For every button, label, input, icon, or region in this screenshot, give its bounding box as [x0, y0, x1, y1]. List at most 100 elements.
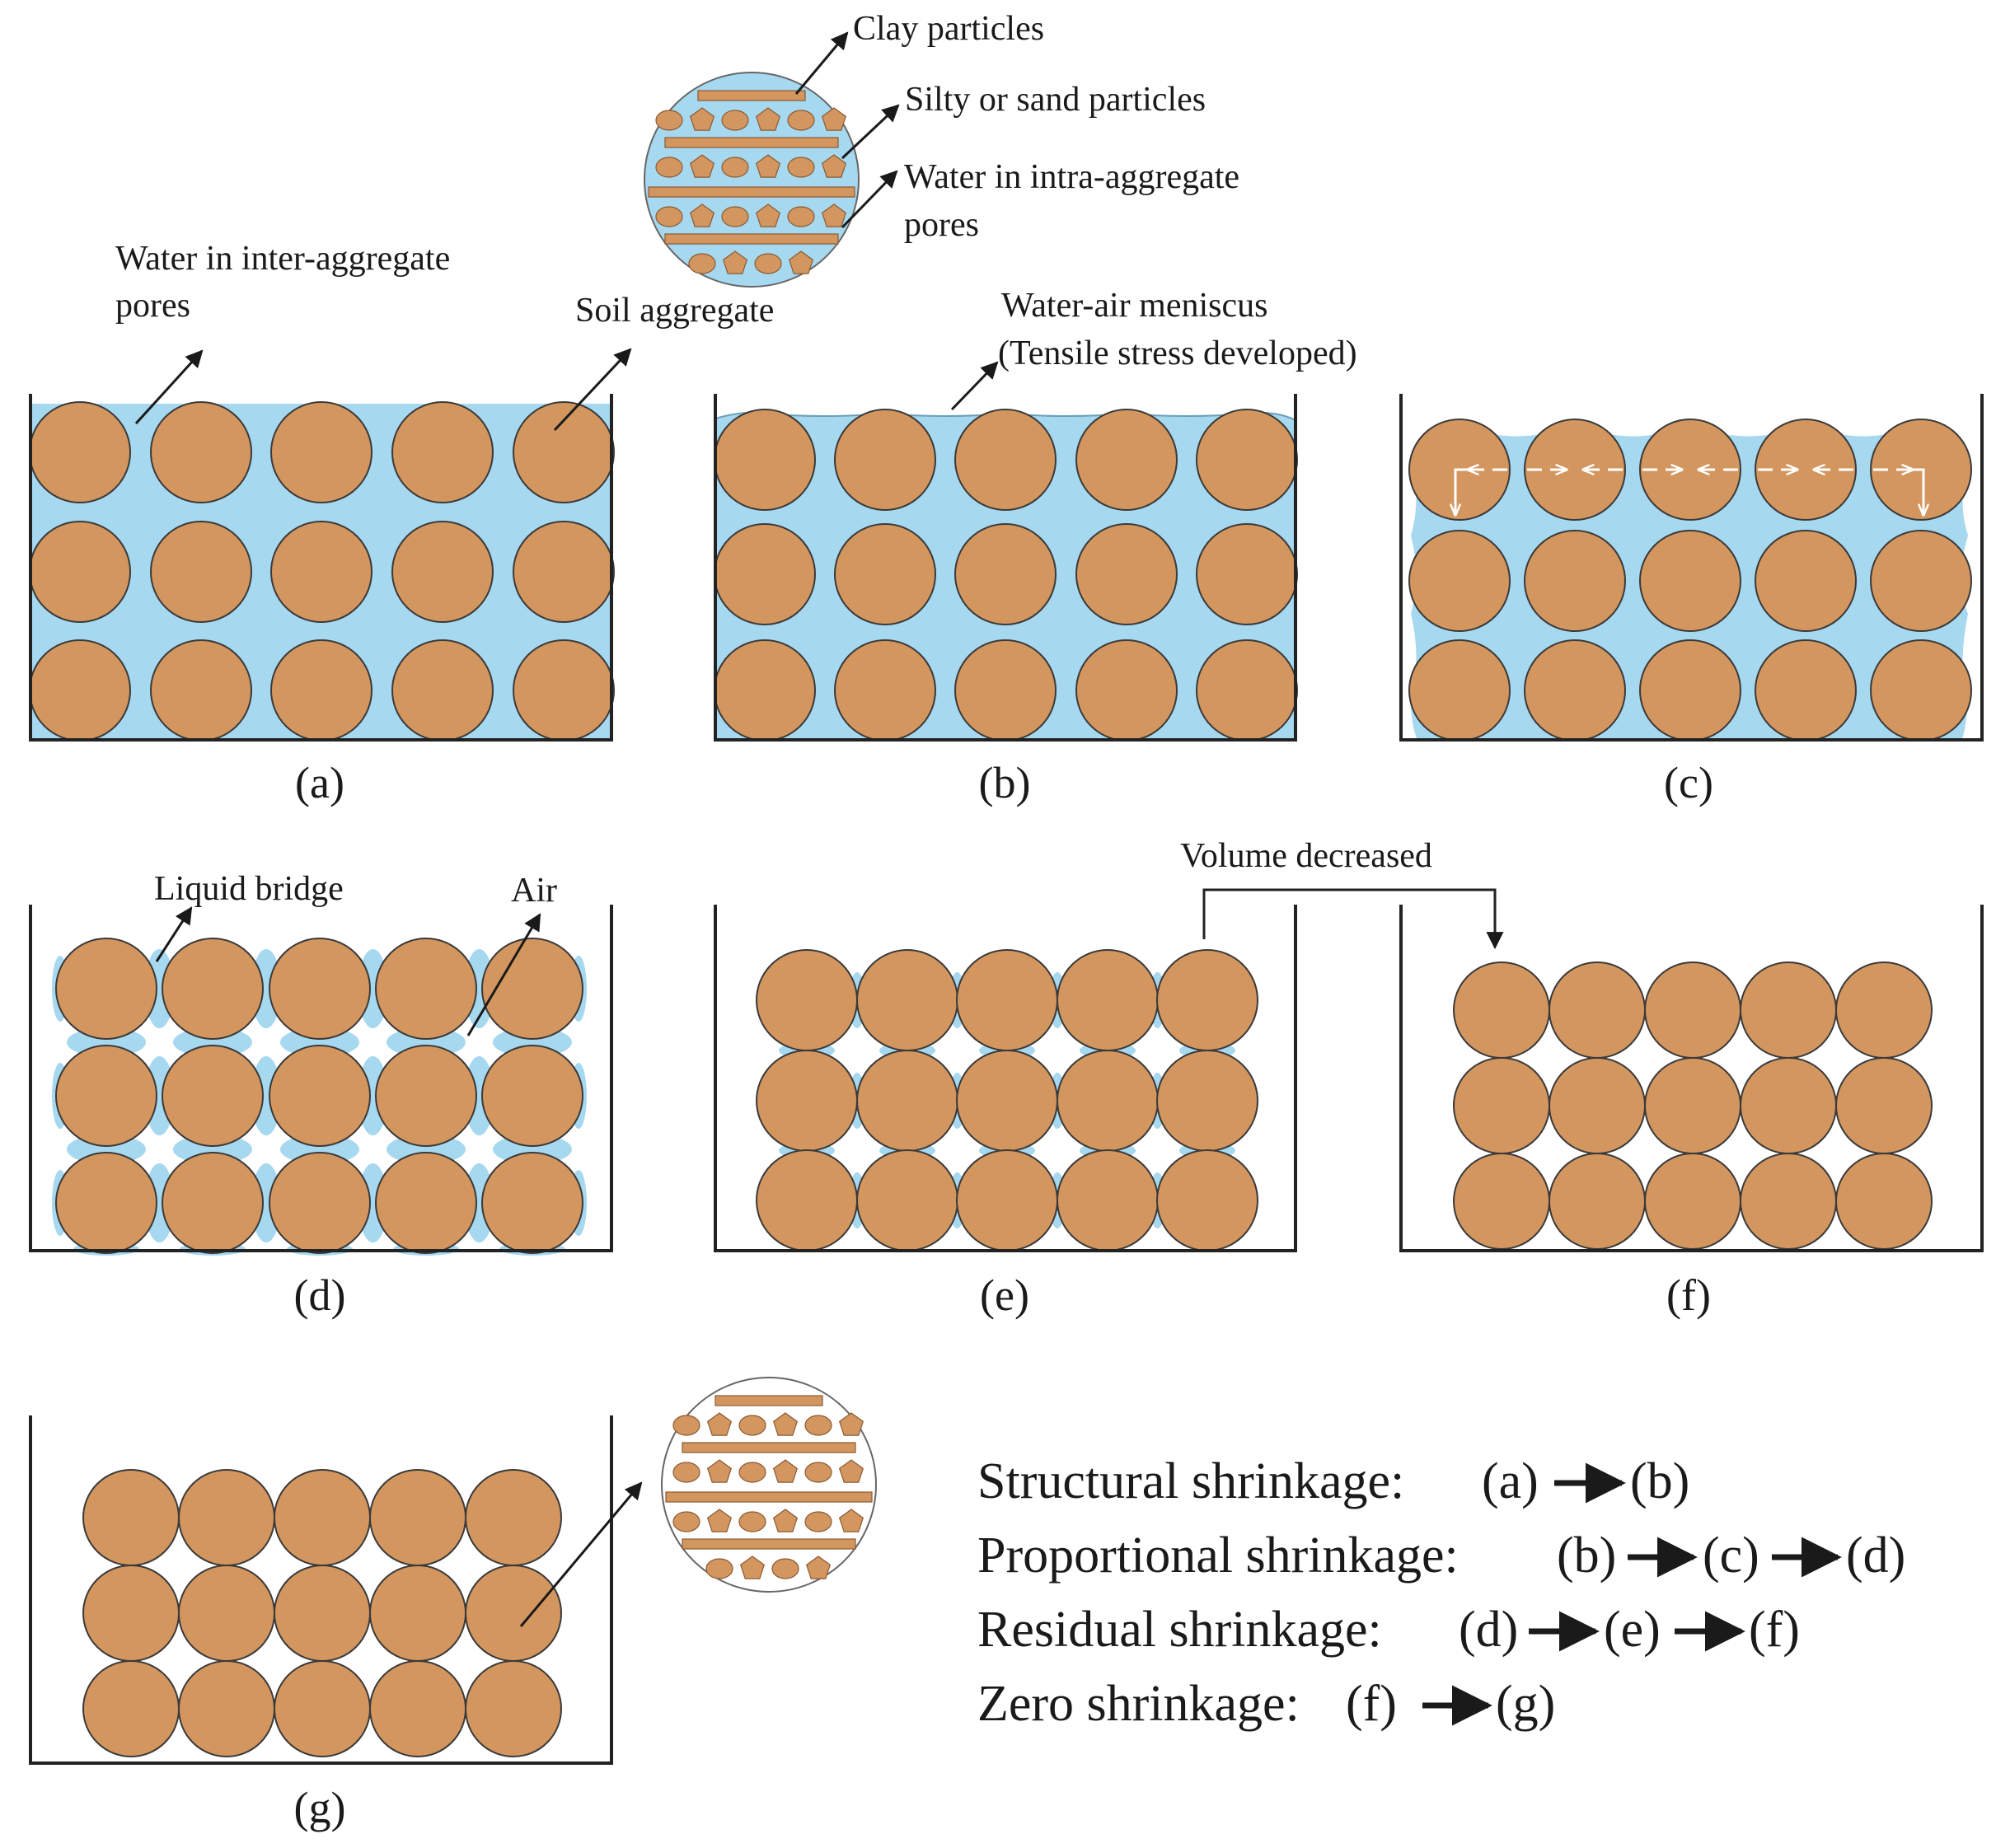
sand-particle [755, 154, 781, 178]
soil-aggregate [269, 1045, 371, 1147]
aggregate-zoom-bottom [661, 1377, 877, 1593]
container [29, 1415, 613, 1765]
soil-aggregate [1196, 523, 1298, 625]
soil-aggregate [1740, 1057, 1837, 1154]
soil-aggregate [391, 521, 494, 623]
container [1399, 394, 1984, 742]
soil-aggregate-label: Soil aggregate [575, 292, 774, 330]
soil-aggregate [956, 1149, 1058, 1251]
sand-particle [838, 1459, 864, 1483]
sand-particle [805, 1556, 832, 1579]
panels-layer [29, 394, 1984, 1765]
silt-particle [721, 206, 749, 227]
soil-aggregate [55, 1045, 157, 1147]
soil-aggregate [1453, 1153, 1550, 1250]
inter-water-label-line2: pores [115, 287, 190, 325]
soil-aggregate [82, 1565, 180, 1662]
soil-aggregate [1524, 419, 1626, 521]
sand-particle [689, 204, 715, 227]
soil-aggregate [391, 639, 494, 742]
legend-zero-stage-2: (g) [1496, 1676, 1555, 1732]
sand-particle [772, 1459, 799, 1483]
soil-aggregate [1549, 1057, 1646, 1154]
soil-aggregate [465, 1660, 562, 1757]
callout-arrows [134, 31, 1504, 1627]
panel-a [29, 394, 615, 742]
container [29, 905, 613, 1252]
soil-aggregate [856, 1149, 958, 1251]
soil-aggregate [756, 1149, 858, 1251]
legend-structural-name: Structural shrinkage: [977, 1453, 1404, 1509]
legend-structural-stage-1: (a) [1482, 1453, 1539, 1509]
soil-aggregate [55, 938, 157, 1040]
soil-aggregate [714, 409, 816, 511]
soil-aggregate [29, 639, 131, 742]
silt-particle [787, 206, 815, 227]
soil-aggregate [375, 1152, 477, 1254]
sand-particle [772, 1509, 799, 1532]
soil-aggregate [29, 401, 131, 503]
clay-particle [682, 1538, 856, 1550]
soil-aggregate [465, 1565, 562, 1662]
inter-water-label-line1: Water in inter-aggregate [115, 240, 450, 278]
intra-water-label-line2: pores [904, 206, 979, 244]
soil-aggregate [1057, 949, 1159, 1051]
silt-particle [672, 1415, 700, 1436]
panel-f [1399, 905, 1984, 1252]
aggregate-zoom-arrow [519, 1481, 643, 1627]
sand-particle [739, 1556, 766, 1579]
inter-water-arrow [134, 349, 204, 425]
clay-particle [664, 137, 839, 148]
silt-particle [672, 1511, 700, 1532]
soil-aggregate [1835, 1153, 1933, 1250]
meniscus-label-line2: (Tensile stress developed) [998, 335, 1357, 372]
soil-aggregate [162, 1045, 264, 1147]
soil-aggregate [956, 1050, 1058, 1152]
panel-label-g: (g) [294, 1783, 346, 1832]
panel-e [714, 905, 1297, 1252]
soil-aggregate [513, 639, 615, 742]
panel-b [714, 394, 1298, 742]
soil-aggregate-arrow [553, 348, 632, 432]
soil-aggregate [1755, 530, 1857, 632]
sand-particle [788, 250, 814, 274]
soil-aggregate [1835, 961, 1933, 1059]
soil-aggregate [513, 401, 615, 503]
intra-water-label-line1: Water in intra-aggregate [904, 158, 1239, 196]
soil-aggregate [178, 1660, 275, 1757]
soil-aggregate [369, 1469, 466, 1566]
soil-aggregate [369, 1660, 466, 1757]
panel-label-d: (d) [294, 1270, 346, 1320]
legend-structural-stage-2: (b) [1630, 1453, 1689, 1509]
legend-proportional-stage-2: (c) [1703, 1528, 1759, 1584]
soil-aggregate [162, 938, 264, 1040]
legend-proportional-name: Proportional shrinkage: [977, 1528, 1459, 1584]
silt-particle [738, 1511, 766, 1532]
legend-residual-stage-2: (e) [1604, 1602, 1661, 1658]
sand-particle [722, 250, 748, 274]
soil-aggregate [1639, 530, 1741, 632]
silty-sand-particles-label: Silty or sand particles [905, 81, 1206, 119]
soil-aggregate [834, 523, 936, 625]
soil-aggregate [1524, 639, 1626, 742]
meniscus-arrow [950, 361, 999, 411]
legend-zero-name: Zero shrinkage: [977, 1676, 1300, 1732]
silt-particle [705, 1558, 733, 1579]
soil-aggregate [1075, 523, 1178, 625]
volume-decreased-arrow [1202, 888, 1504, 950]
silt-particle [672, 1462, 700, 1483]
soil-aggregate [1644, 1153, 1741, 1250]
soil-aggregate [162, 1152, 264, 1254]
soil-aggregate [1408, 639, 1511, 742]
panel-g [29, 1415, 613, 1765]
soil-aggregate [956, 949, 1058, 1051]
silt-particle [804, 1415, 832, 1436]
soil-aggregate [1870, 530, 1972, 632]
soil-aggregate [150, 639, 252, 742]
soil-aggregate [270, 401, 372, 503]
soil-aggregate [1549, 1153, 1646, 1250]
soil-aggregate [756, 949, 858, 1051]
soil-aggregate [1755, 419, 1857, 521]
soil-aggregate [1408, 530, 1511, 632]
silt-particle [771, 1558, 799, 1579]
